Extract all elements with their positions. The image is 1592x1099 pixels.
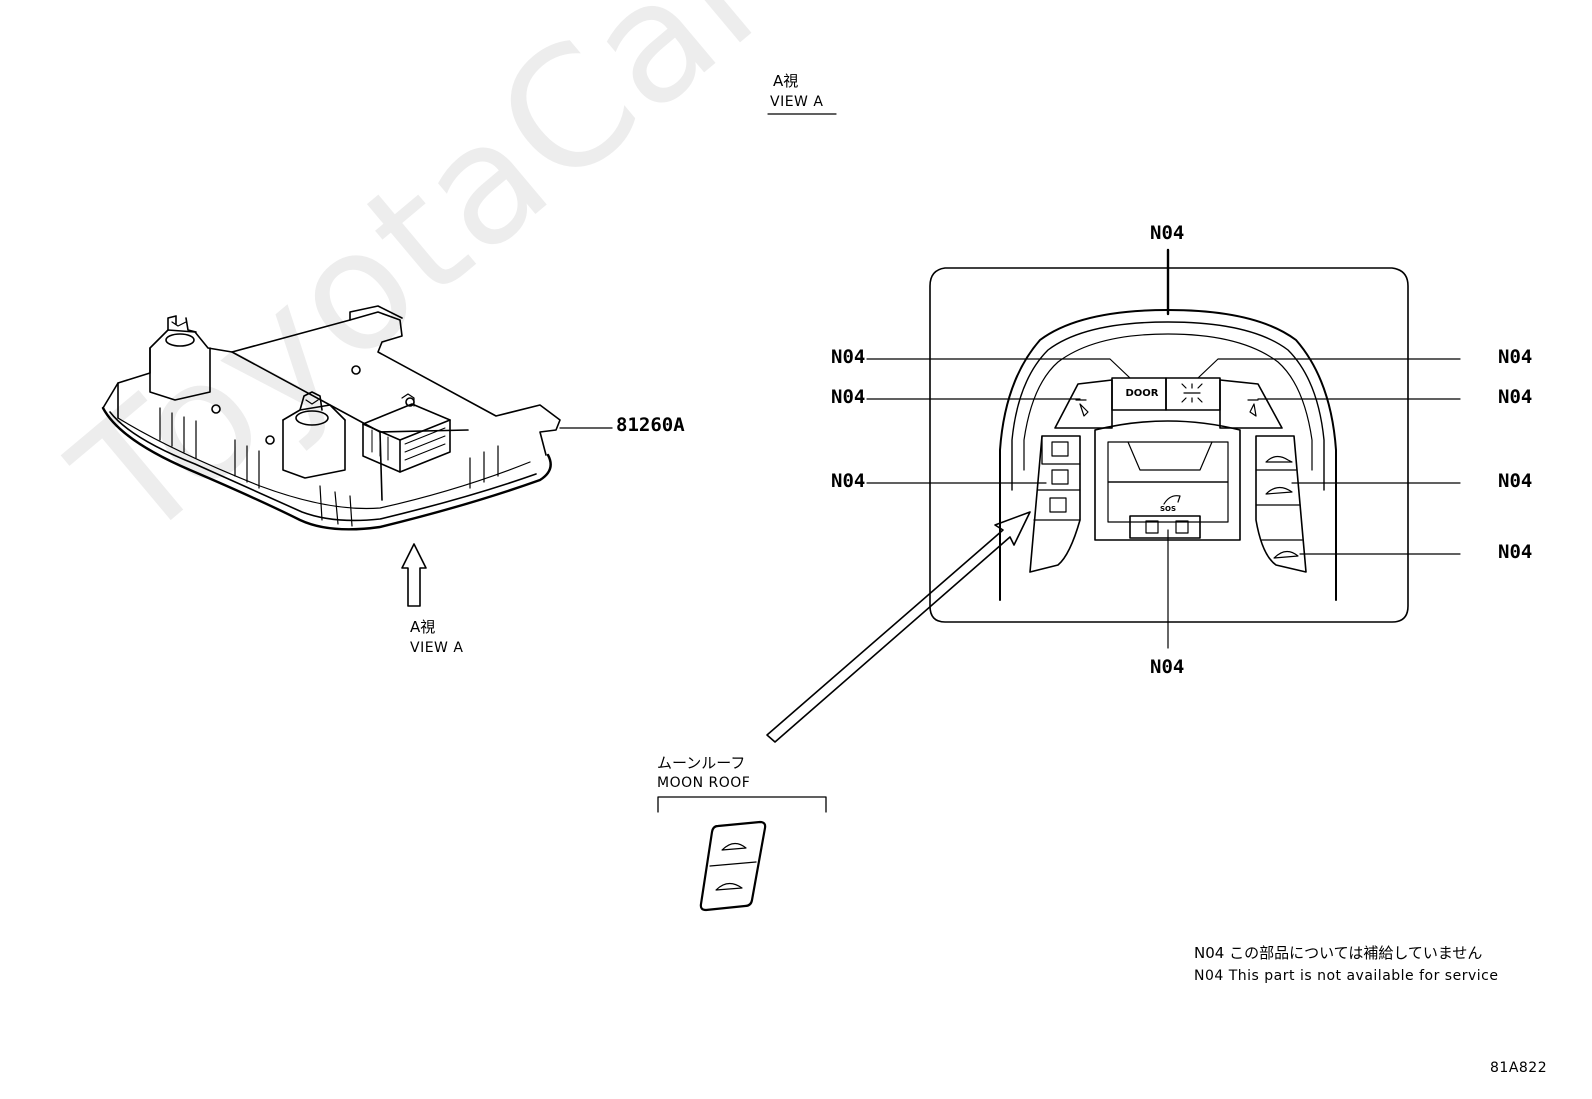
callout-n04-right-2: N04 [1498,386,1533,408]
view-title-en: VIEW A [770,94,824,110]
view-title-jp: A視 [773,72,799,90]
callout-n04-right-1: N04 [1498,346,1533,368]
callout-n04-left-1: N04 [831,346,866,368]
sos-button-label: SOS [1160,505,1177,513]
diagram-code: 81A822 [1490,1060,1548,1076]
view-arrow-label-en: VIEW A [410,640,464,656]
callout-n04-top: N04 [1150,222,1185,244]
view-a-console-face [766,248,1461,743]
console-assembly-drawing [101,305,613,607]
callout-n04-left-3: N04 [831,470,866,492]
moon-roof-label-jp: ムーンルーフ [657,754,746,772]
callout-n04-right-3: N04 [1498,470,1533,492]
moon-roof-switch-drawing [657,796,827,912]
note-en: N04 This part is not available for servi… [1194,968,1499,984]
callout-n04-bottom: N04 [1150,656,1185,678]
callout-n04-left-2: N04 [831,386,866,408]
door-button-label: DOOR [1125,388,1159,399]
view-arrow-label-jp: A視 [410,618,436,636]
part-number-label: 81260A [616,414,685,436]
moon-roof-label-en: MOON ROOF [657,775,751,791]
callout-n04-right-4: N04 [1498,541,1533,563]
note-jp: N04 この部品については補給していません [1194,944,1483,962]
